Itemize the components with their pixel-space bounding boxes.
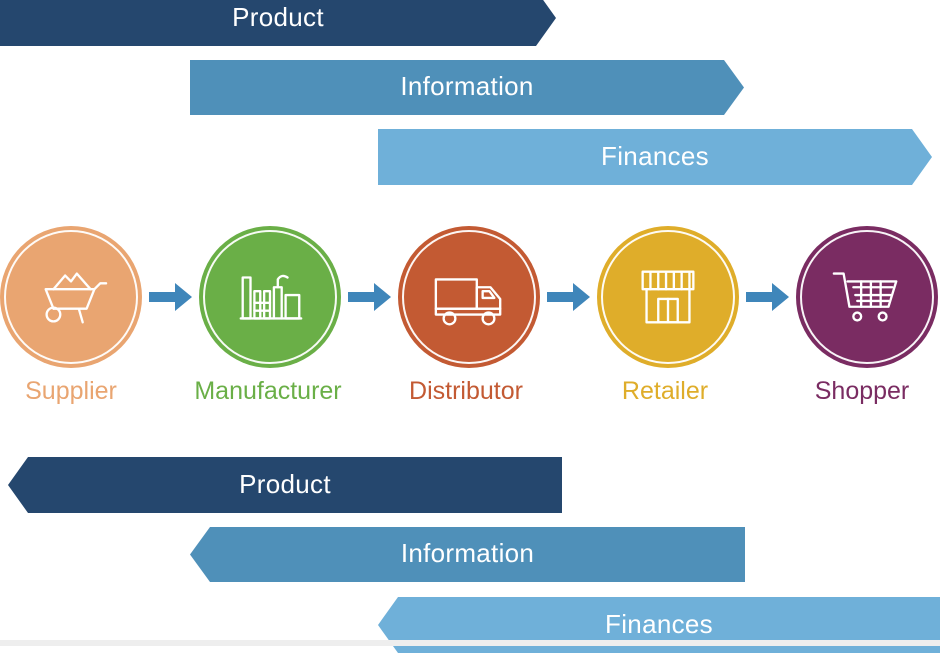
bottom-band-finances-label: Finances bbox=[605, 608, 713, 639]
arrow-retailer-to-shopper bbox=[746, 283, 789, 311]
top-band-information: Information bbox=[190, 60, 744, 115]
top-band-product: Product bbox=[0, 0, 556, 46]
top-band-product-label: Product bbox=[232, 1, 324, 32]
shopper-node bbox=[796, 226, 938, 368]
manufacturer-label: Manufacturer bbox=[194, 377, 342, 405]
top-band-information-label: Information bbox=[400, 71, 534, 101]
wheelbarrow-icon bbox=[44, 272, 108, 324]
bottom-band-product: Product bbox=[8, 457, 562, 513]
arrow-manufacturer-to-distributor bbox=[348, 283, 391, 311]
bottom-margin-strip bbox=[0, 640, 940, 646]
supplier-label: Supplier bbox=[25, 377, 117, 405]
bottom-band-information: Information bbox=[190, 527, 745, 582]
bottom-band-information-label: Information bbox=[400, 538, 535, 568]
top-band-finances: Finances bbox=[378, 129, 932, 185]
factory-icon bbox=[239, 274, 303, 320]
distributor-label: Distributor bbox=[409, 377, 523, 405]
supplier-node bbox=[0, 226, 142, 368]
manufacturer-node bbox=[199, 226, 341, 368]
truck-icon bbox=[434, 278, 502, 326]
retailer-label: Retailer bbox=[621, 377, 709, 405]
bottom-band-product-label: Product bbox=[239, 468, 331, 499]
distributor-node bbox=[398, 226, 540, 368]
shopper-label: Shopper bbox=[814, 377, 910, 405]
arrow-distributor-to-retailer bbox=[547, 283, 590, 311]
top-band-finances-label: Finances bbox=[601, 140, 709, 171]
arrow-supplier-to-manufacturer bbox=[149, 283, 192, 311]
retailer-node bbox=[597, 226, 739, 368]
storefront-icon bbox=[641, 270, 695, 324]
shopping-cart-icon bbox=[832, 272, 898, 322]
